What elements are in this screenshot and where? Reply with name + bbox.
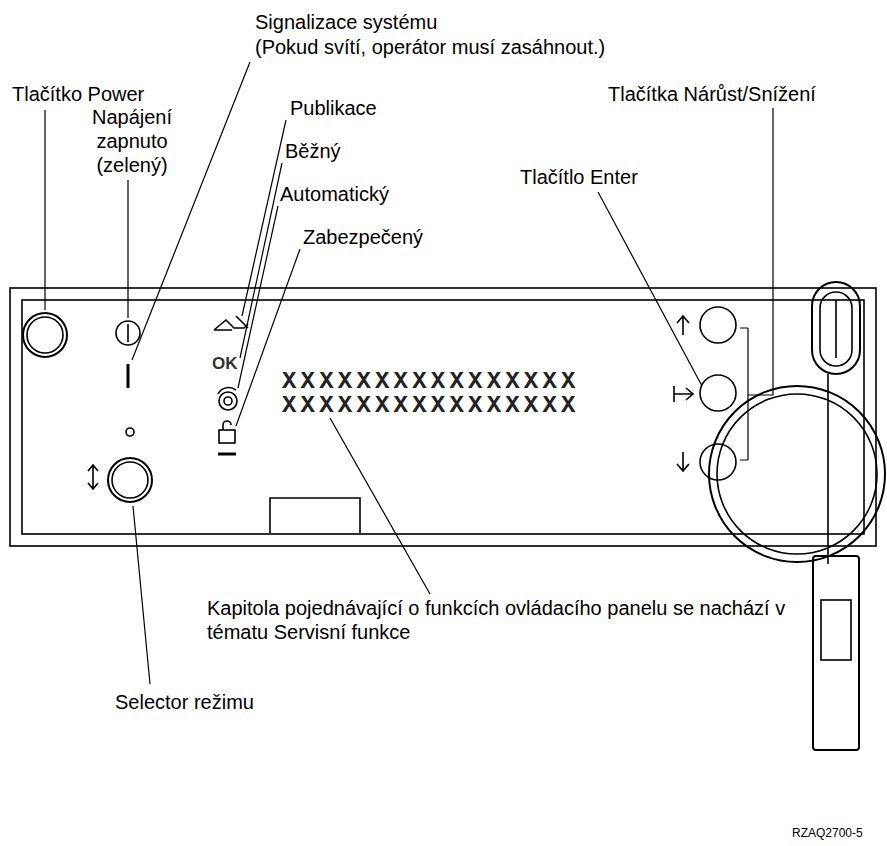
display-text: XXXXXXXXXXXXXXXX — [282, 394, 580, 418]
enter-arrow — [674, 386, 693, 402]
auto-icon-arrow — [218, 387, 236, 394]
leader-lines — [45, 62, 773, 684]
auto-icon — [219, 392, 237, 410]
ok-symbol: OK — [212, 352, 238, 376]
callout-label: Selector režimu — [115, 690, 254, 714]
key-blade — [835, 300, 837, 358]
display-text: XXXXXXXXXXXXXXXX — [282, 370, 580, 394]
lock-icon — [219, 430, 235, 443]
mode-selector-button — [108, 458, 152, 502]
power-led — [116, 321, 140, 345]
display-slot — [270, 498, 360, 533]
attention-light — [127, 364, 130, 388]
callout-label: Běžný — [285, 139, 341, 163]
key-head — [820, 292, 852, 366]
up-arrow — [677, 316, 689, 335]
figure-id: RZAQ2700-5 — [792, 826, 863, 840]
key-slot — [812, 282, 860, 374]
key-body — [813, 556, 859, 750]
power-led-mark — [127, 324, 129, 342]
down-arrow — [677, 452, 689, 471]
updown-symbol — [88, 465, 98, 489]
power-button-rim — [27, 317, 63, 353]
key-shank — [827, 374, 829, 564]
enter-button — [700, 375, 736, 411]
callout-label: Tlačítlo Enter — [520, 165, 638, 189]
callout-note: (Pokud svítí, operátor musí zasáhnout.) — [255, 35, 605, 59]
hand-icon — [214, 316, 248, 330]
callout-label: Zabezpečený — [303, 225, 423, 249]
lock-shackle — [223, 421, 231, 430]
key-body-detail — [821, 600, 851, 660]
power-button — [23, 313, 67, 357]
callout-label: Tlačítko Power — [12, 82, 144, 106]
callout-label: Signalizace systému — [255, 10, 437, 34]
callout-label: Publikace — [290, 96, 377, 120]
lock-underline — [218, 453, 236, 456]
callout-label: Automatický — [280, 182, 389, 206]
key-ring — [709, 386, 885, 562]
key-ring-inner — [717, 394, 877, 554]
mode-selector-rim — [112, 462, 148, 498]
selector-dot — [126, 428, 134, 436]
panel-inner — [22, 300, 864, 534]
callout-label: Kapitola pojednávající o funkcích ovláda… — [207, 596, 797, 644]
increase-button — [700, 307, 736, 343]
callout-label: Tlačítka Nárůst/Snížení — [608, 82, 816, 106]
panel-outer — [10, 288, 876, 546]
auto-icon-inner — [224, 397, 232, 405]
callout-label: Napájení zapnuto (zelený) — [82, 105, 182, 177]
